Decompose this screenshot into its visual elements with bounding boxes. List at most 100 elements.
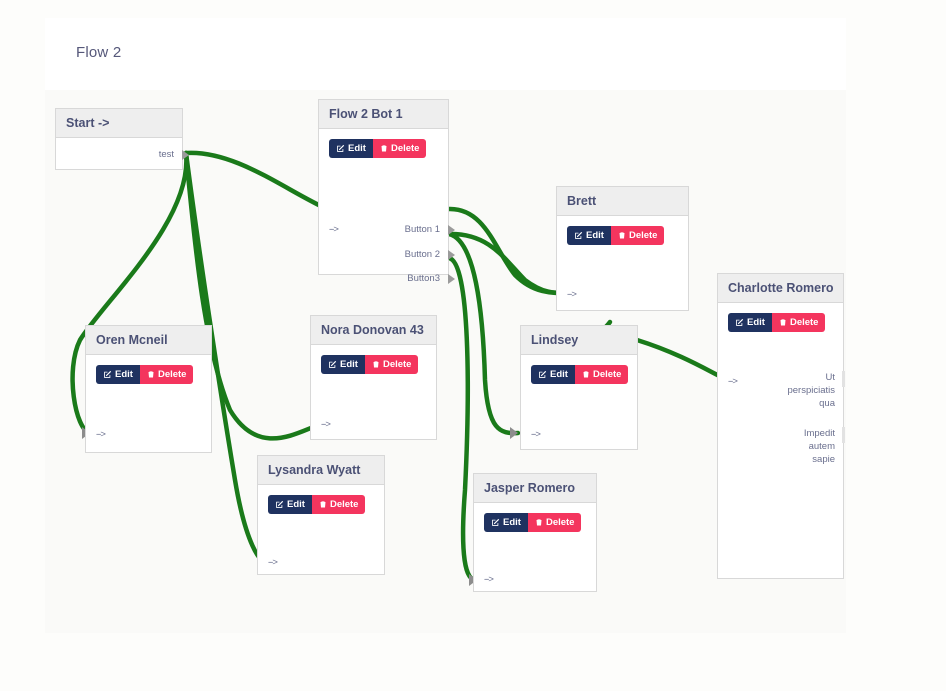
edge-btn2-to-lindsey [446, 231, 521, 436]
port-in-lindsey[interactable]: --> [531, 429, 541, 440]
port-out-button-1[interactable]: Button 1 [405, 224, 440, 235]
delete-button[interactable]: Delete [771, 313, 826, 332]
port-out-button-3[interactable]: Button3 [407, 273, 440, 284]
pencil-square-icon [539, 370, 547, 378]
delete-button[interactable]: Delete [311, 495, 366, 514]
edit-button-label: Edit [348, 143, 366, 154]
trash-icon [373, 361, 379, 368]
pencil-square-icon [276, 500, 284, 508]
node-flow2-bot1[interactable]: Flow 2 Bot 1 Edit Delete --> [318, 99, 455, 284]
node-brett[interactable]: Brett Edit Delete --> [556, 186, 689, 311]
node-start-title: Start -> [66, 116, 110, 130]
port-in-brett[interactable]: --> [567, 289, 577, 300]
delete-button-label: Delete [628, 230, 658, 241]
port-in-jasper-label: --> [484, 574, 494, 585]
delete-button[interactable]: Delete [139, 365, 194, 384]
node-jasper-romero-body: Edit Delete --> [474, 503, 596, 592]
node-lindsey-body: Edit Delete --> [521, 355, 637, 450]
node-nora-donovan[interactable]: Nora Donovan 43 Edit Delete --> [310, 315, 437, 440]
node-lysandra-wyatt-header: Lysandra Wyatt [258, 456, 384, 485]
delete-button[interactable]: Delete [527, 513, 582, 532]
delete-button[interactable]: Delete [574, 365, 629, 384]
port-out-test-label: test [158, 149, 174, 160]
node-brett-title: Brett [567, 194, 597, 208]
node-start-header: Start -> [56, 109, 182, 138]
edge-start-to-bot [183, 150, 330, 212]
edit-button[interactable]: Edit [531, 365, 575, 384]
node-oren-mcneil[interactable]: Oren Mcneil Edit Delete --> [85, 325, 212, 453]
edge-btn1-to-brett [446, 206, 575, 296]
node-lysandra-wyatt[interactable]: Lysandra Wyatt Edit Delete --> [257, 455, 385, 575]
port-in-jasper[interactable]: --> [484, 574, 494, 585]
delete-button[interactable]: Delete [610, 226, 665, 245]
node-flow2-bot1-title: Flow 2 Bot 1 [329, 107, 403, 121]
edit-button-label: Edit [747, 317, 765, 328]
edit-button[interactable]: Edit [329, 139, 373, 158]
node-start[interactable]: Start -> test [55, 108, 189, 170]
port-out-charlotte-1-marker [842, 371, 845, 387]
delete-button-label: Delete [789, 317, 819, 328]
page-header-band [45, 18, 846, 90]
edit-button[interactable]: Edit [728, 313, 772, 332]
node-charlotte-romero-header: Charlotte Romero [718, 274, 843, 303]
edit-button-label: Edit [340, 359, 358, 370]
node-lindsey-title: Lindsey [531, 333, 579, 347]
node-brett-header: Brett [557, 187, 688, 216]
trash-icon [320, 501, 326, 508]
node-lysandra-wyatt-title: Lysandra Wyatt [268, 463, 361, 477]
trash-icon [148, 371, 154, 378]
port-in-charlotte[interactable]: --> [728, 376, 738, 387]
node-lindsey[interactable]: Lindsey Edit Delete --> [520, 325, 638, 450]
edit-button[interactable]: Edit [484, 513, 528, 532]
port-in-lysandra-label: --> [268, 557, 278, 568]
edit-button[interactable]: Edit [321, 355, 365, 374]
edit-button[interactable]: Edit [268, 495, 312, 514]
button-row: Edit Delete [531, 365, 629, 384]
node-nora-donovan-header: Nora Donovan 43 [311, 316, 436, 345]
port-in-charlotte-label: --> [728, 376, 738, 387]
port-out-test-arrow [182, 150, 189, 160]
port-in-nora[interactable]: --> [321, 419, 331, 430]
node-charlotte-romero-title: Charlotte Romero [728, 281, 834, 295]
delete-button-label: Delete [390, 143, 420, 154]
pencil-square-icon [492, 518, 500, 526]
trash-icon [780, 319, 786, 326]
port-out-charlotte-1-line3: qua [819, 398, 835, 409]
delete-button[interactable]: Delete [372, 139, 427, 158]
button-row: Edit Delete [321, 355, 419, 374]
port-in-bot[interactable]: --> [329, 224, 339, 235]
delete-button-label: Delete [157, 369, 187, 380]
port-out-charlotte-1[interactable]: Ut perspiciatis qua [787, 371, 835, 410]
port-in-lindsey-label: --> [531, 429, 541, 440]
port-out-charlotte-2-line3: sapie [812, 454, 835, 465]
trash-icon [536, 519, 542, 526]
edit-button-label: Edit [586, 230, 604, 241]
node-jasper-romero[interactable]: Jasper Romero Edit Delete --> [473, 473, 597, 592]
node-oren-mcneil-title: Oren Mcneil [96, 333, 168, 347]
port-out-charlotte-2-marker [842, 427, 845, 443]
port-out-button-2[interactable]: Button 2 [405, 249, 440, 260]
edit-button[interactable]: Edit [96, 365, 140, 384]
node-nora-donovan-title: Nora Donovan 43 [321, 323, 424, 337]
edit-button[interactable]: Edit [567, 226, 611, 245]
delete-button-label: Delete [592, 369, 622, 380]
delete-button[interactable]: Delete [364, 355, 419, 374]
port-out-button-3-arrow [448, 274, 455, 284]
pencil-square-icon [337, 144, 345, 152]
flow-canvas[interactable]: Start -> test Flow 2 Bot 1 Edit [45, 90, 846, 633]
port-in-oren[interactable]: --> [96, 429, 106, 440]
button-row: Edit Delete [96, 365, 194, 384]
trash-icon [619, 232, 625, 239]
node-charlotte-romero[interactable]: Charlotte Romero Edit Delete --> [717, 273, 845, 579]
port-out-charlotte-2[interactable]: Impedit autem sapie [804, 427, 835, 466]
edit-button-label: Edit [115, 369, 133, 380]
node-jasper-romero-header: Jasper Romero [474, 474, 596, 503]
port-out-test[interactable]: test [159, 149, 174, 160]
port-out-button-2-arrow [448, 250, 455, 260]
node-brett-body: Edit Delete --> [557, 216, 688, 311]
edge-lindsey-to-charlotte [634, 337, 729, 382]
node-flow2-bot1-header: Flow 2 Bot 1 [319, 100, 448, 129]
edit-button-label: Edit [503, 517, 521, 528]
port-out-charlotte-1-line2: perspiciatis [787, 385, 835, 396]
port-in-lysandra[interactable]: --> [268, 557, 278, 568]
